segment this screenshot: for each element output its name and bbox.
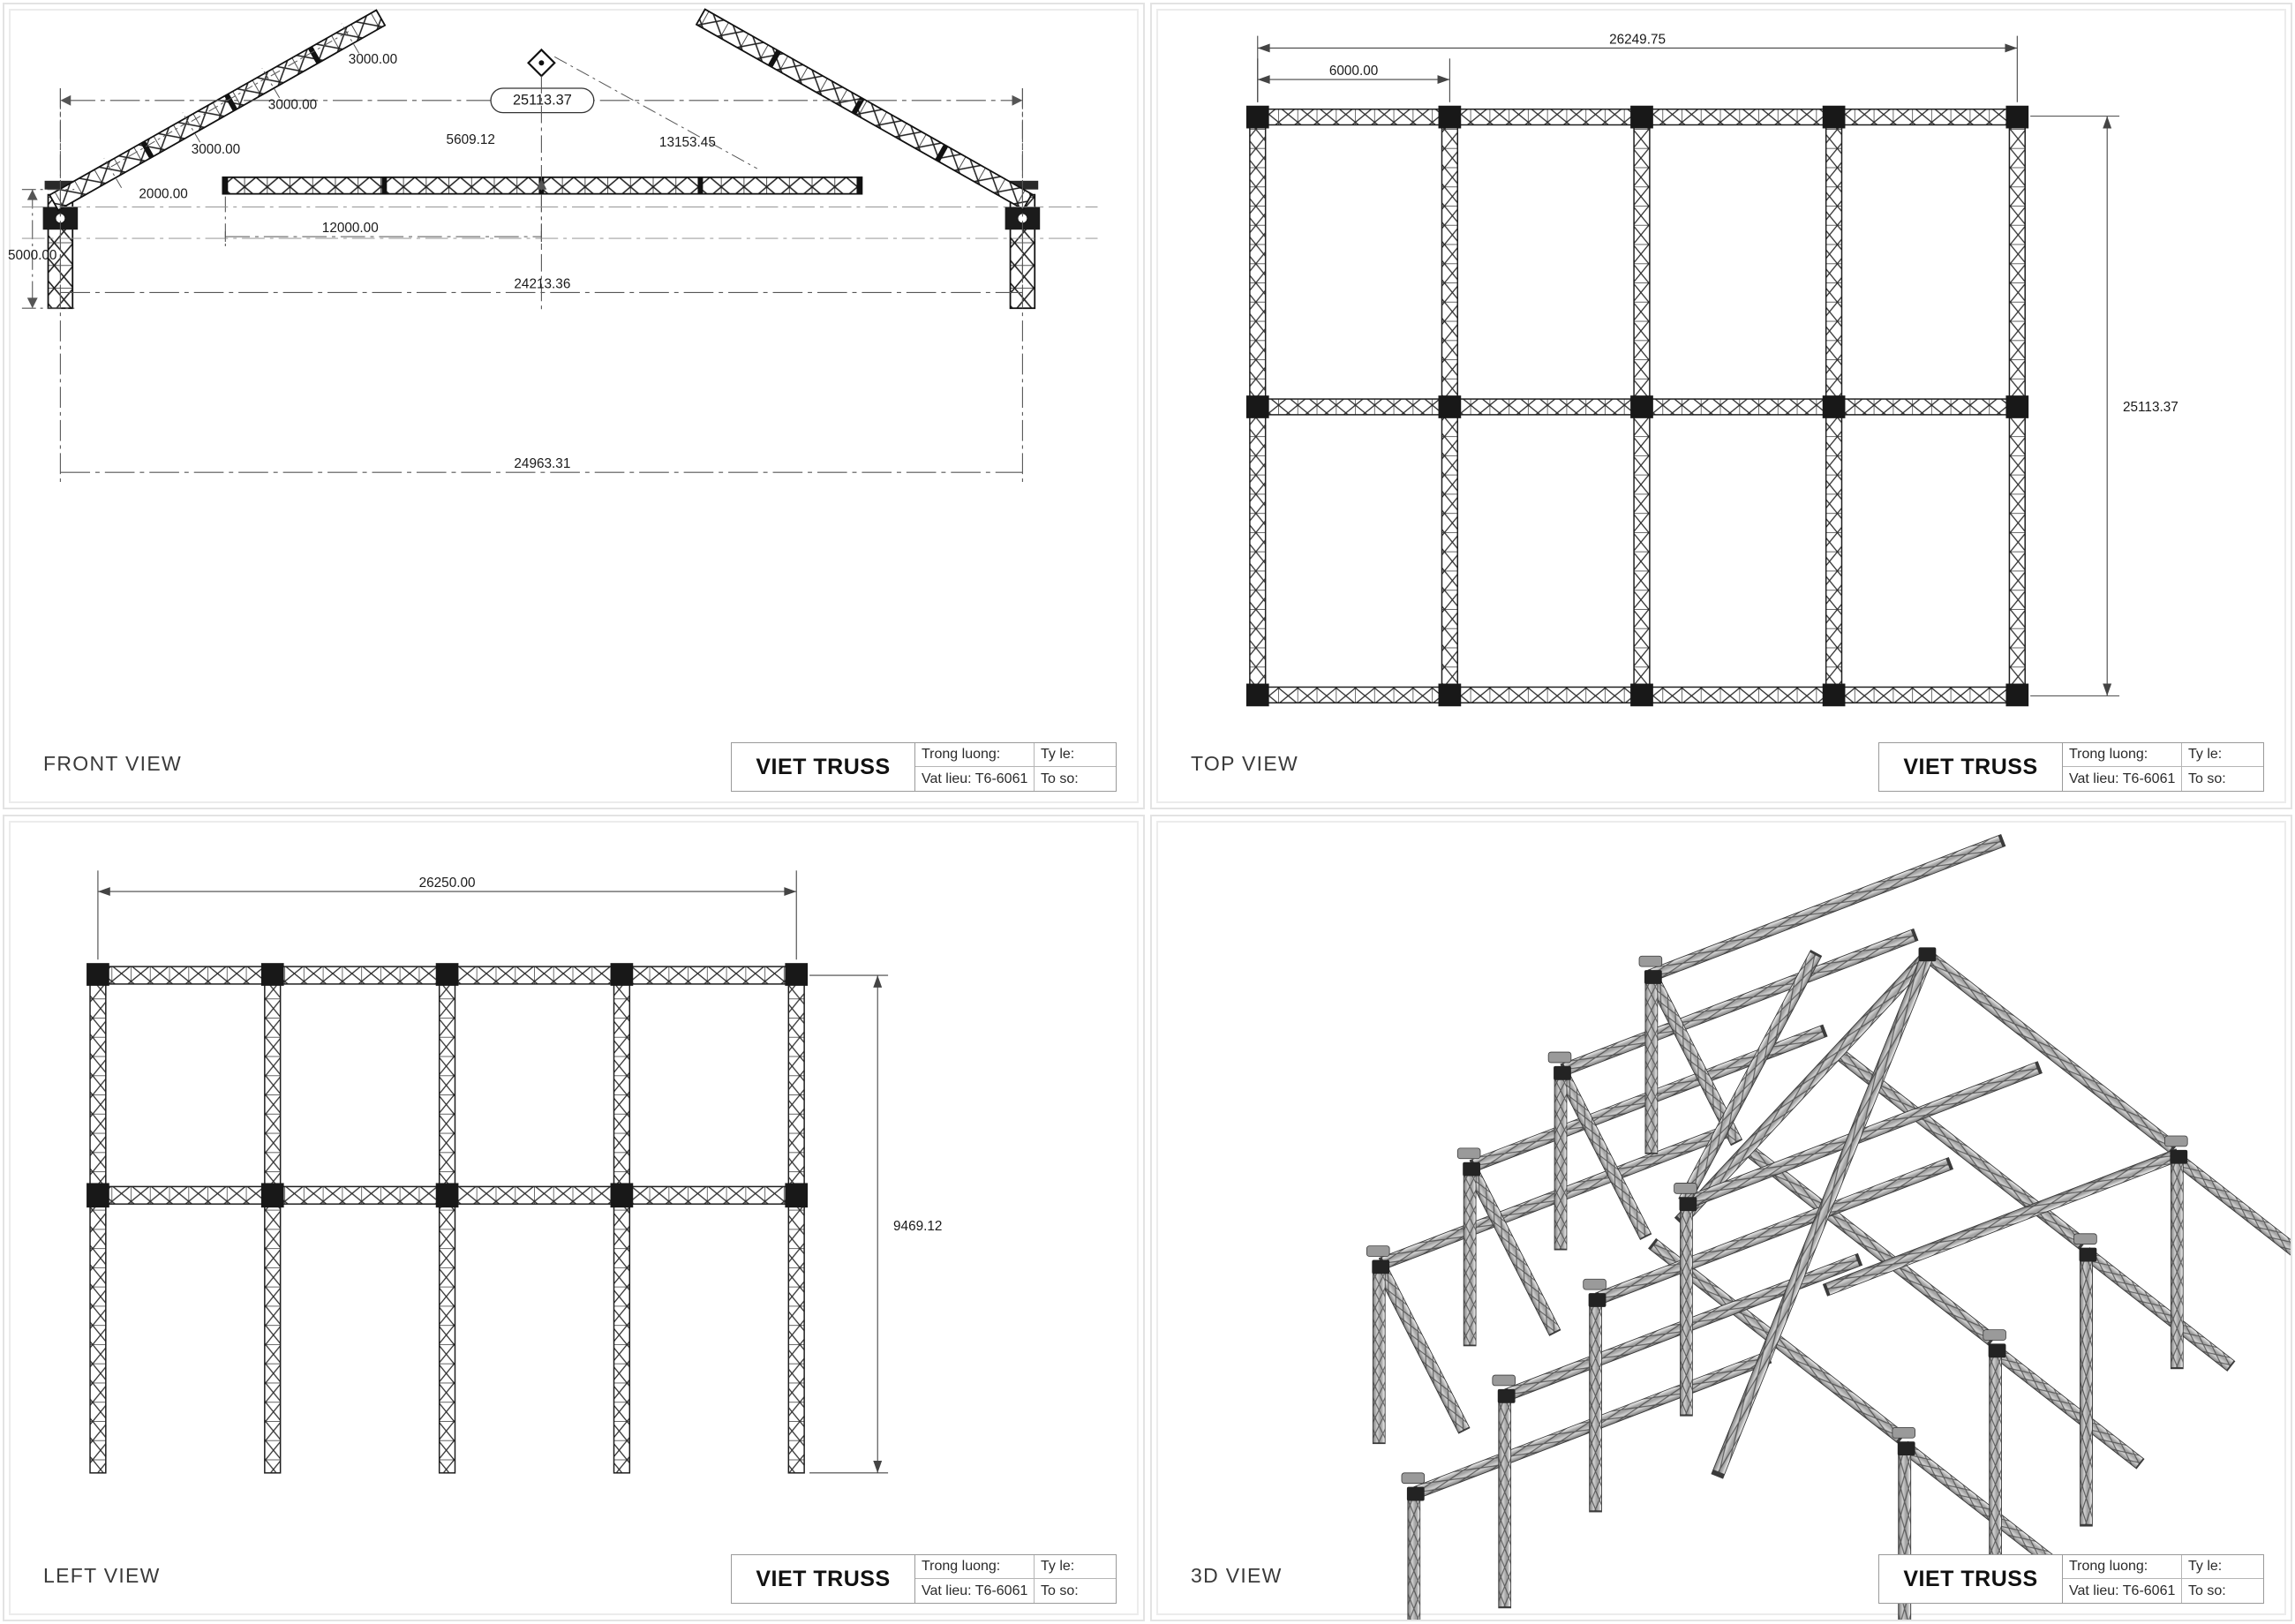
material-label: Vat lieu: T6-6061	[915, 1579, 1035, 1603]
title-block-3d[interactable]: VIET TRUSS Trong luong: Ty le: Vat lieu:…	[1878, 1554, 2264, 1604]
dim-top-bay-spacing	[1257, 58, 1450, 102]
brand-label: VIET TRUSS	[732, 1555, 915, 1603]
sheet-number-label: To so:	[1041, 771, 1079, 786]
panel-3d-view[interactable]: 3D VIEW VIET TRUSS Trong luong: Ty le: V…	[1150, 815, 2292, 1621]
dim-mid-span-text: 24213.36	[514, 276, 570, 291]
dim-rafter-seg-1: 2000.00	[139, 187, 187, 202]
scale-label: Ty le:	[1035, 1555, 1116, 1579]
panel-border-inner	[9, 821, 1139, 1615]
scale-label: Ty le:	[1035, 743, 1116, 767]
dim-left-overall-height	[809, 974, 889, 1474]
dim-ridge-height-text: 5609.12	[447, 132, 495, 147]
dim-left-overall-length	[97, 870, 797, 960]
weight-label: Trong luong:	[2063, 743, 2182, 767]
dim-right-rafter-line	[554, 56, 757, 169]
dim-column-height	[21, 189, 75, 309]
top-view-label: TOP VIEW	[1191, 752, 1299, 775]
iso-connector-nodes	[1372, 947, 2188, 1501]
iso-view-label: 3D VIEW	[1191, 1564, 1283, 1587]
dim-rafter-seg-4: 3000.00	[349, 52, 397, 67]
brand-label: VIET TRUSS	[732, 743, 915, 791]
material-label: Vat lieu: T6-6061	[915, 767, 1035, 791]
panel-left-view[interactable]: 26250.00 9469.12 LEFT VIEW VIET TRUSS Tr…	[3, 815, 1145, 1621]
dim-left-overall-length-text: 26250.00	[419, 876, 476, 891]
left-view-label: LEFT VIEW	[43, 1564, 161, 1587]
brand-label: VIET TRUSS	[1879, 1555, 2063, 1603]
sheet-number-label: To so:	[2188, 771, 2226, 786]
dim-overall-bottom-text: 24963.31	[514, 456, 570, 471]
dim-top-overall-width-text: 26249.75	[1609, 33, 1666, 48]
scale-label: Ty le:	[2182, 1555, 2263, 1579]
dim-overall-bottom	[59, 87, 1023, 484]
dim-top-bay-spacing-text: 6000.00	[1329, 64, 1378, 79]
dim-left-overall-height-text: 9469.12	[893, 1219, 942, 1234]
dim-rafter-seg-2: 3000.00	[192, 142, 240, 157]
iso-truss-structure	[1366, 833, 2291, 1620]
dim-column-height-text: 5000.00	[8, 248, 56, 263]
front-view-label: FRONT VIEW	[43, 752, 182, 775]
dim-ridge-height	[536, 76, 547, 312]
panel-top-view[interactable]: 26249.75 6000.00 2	[1150, 3, 2292, 809]
title-block-front[interactable]: VIET TRUSS Trong luong: Ty le: Vat lieu:…	[731, 742, 1117, 792]
dim-rafter-seg-3: 3000.00	[268, 98, 317, 113]
scale-label: Ty le:	[2182, 743, 2263, 767]
material-label: Vat lieu: T6-6061	[2063, 767, 2182, 791]
dim-tie-beam-text: 12000.00	[322, 221, 379, 236]
dim-top-overall-width	[1257, 35, 2018, 102]
dim-rafter-segments	[103, 23, 360, 188]
front-view-drawing: 25113.37 2000.00 3000.00 3000.00 3000.00…	[4, 4, 1143, 808]
weight-label: Trong luong:	[915, 743, 1035, 767]
iso-view-drawing	[1152, 816, 2291, 1620]
front-centerlines	[21, 207, 1098, 239]
panel-border-inner	[1156, 821, 2286, 1615]
front-right-rafter	[695, 8, 1034, 211]
dim-right-rafter: 13153.45	[659, 135, 716, 150]
front-left-rafter	[48, 9, 387, 212]
left-view-nodes	[87, 963, 809, 1208]
sheet-number-label: To so:	[2188, 1583, 2226, 1598]
left-view-drawing: 26250.00 9469.12	[4, 816, 1143, 1620]
panel-border-inner	[9, 9, 1139, 803]
iso-column-caps	[1366, 955, 2188, 1485]
iso-lower-rails	[1900, 1153, 2291, 1566]
left-view-columns	[89, 966, 805, 1474]
material-label: Vat lieu: T6-6061	[2063, 1579, 2182, 1603]
sheet-number-label: To so:	[1041, 1583, 1079, 1598]
dim-top-overall-depth	[2030, 116, 2120, 696]
dim-overall-top-text: 25113.37	[513, 93, 572, 109]
weight-label: Trong luong:	[915, 1555, 1035, 1579]
weight-label: Trong luong:	[2063, 1555, 2182, 1579]
panel-border-inner	[1156, 9, 2286, 803]
brand-label: VIET TRUSS	[1879, 743, 2063, 791]
dim-top-overall-depth-text: 25113.37	[2123, 400, 2178, 415]
title-block-left[interactable]: VIET TRUSS Trong luong: Ty le: Vat lieu:…	[731, 1554, 1117, 1604]
top-view-nodes	[1245, 105, 2029, 707]
panel-front-view[interactable]: 25113.37 2000.00 3000.00 3000.00 3000.00…	[3, 3, 1145, 809]
title-block-top[interactable]: VIET TRUSS Trong luong: Ty le: Vat lieu:…	[1878, 742, 2264, 792]
dim-tie-beam	[224, 196, 542, 251]
top-view-drawing: 26249.75 6000.00 2	[1152, 4, 2291, 808]
iso-right-eave-beam	[1822, 1147, 2181, 1297]
front-ridge-node	[527, 48, 556, 78]
